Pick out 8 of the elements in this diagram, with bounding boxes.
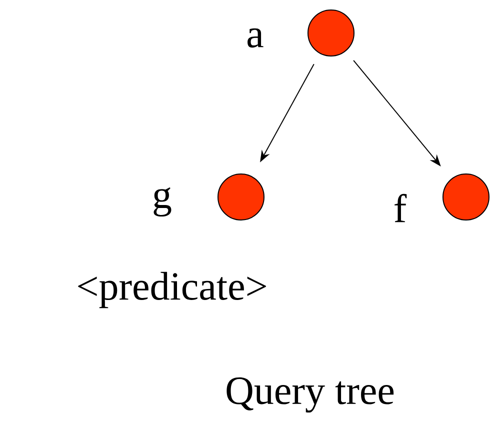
node-label: f [394,194,407,222]
circle-node [308,10,354,56]
node-label: a [248,28,264,48]
caption: Query tree [226,377,394,413]
circle-node [218,174,264,220]
node-label: g [154,187,172,217]
predicate-label: <predicate> [78,272,266,308]
circle-node [442,174,490,220]
